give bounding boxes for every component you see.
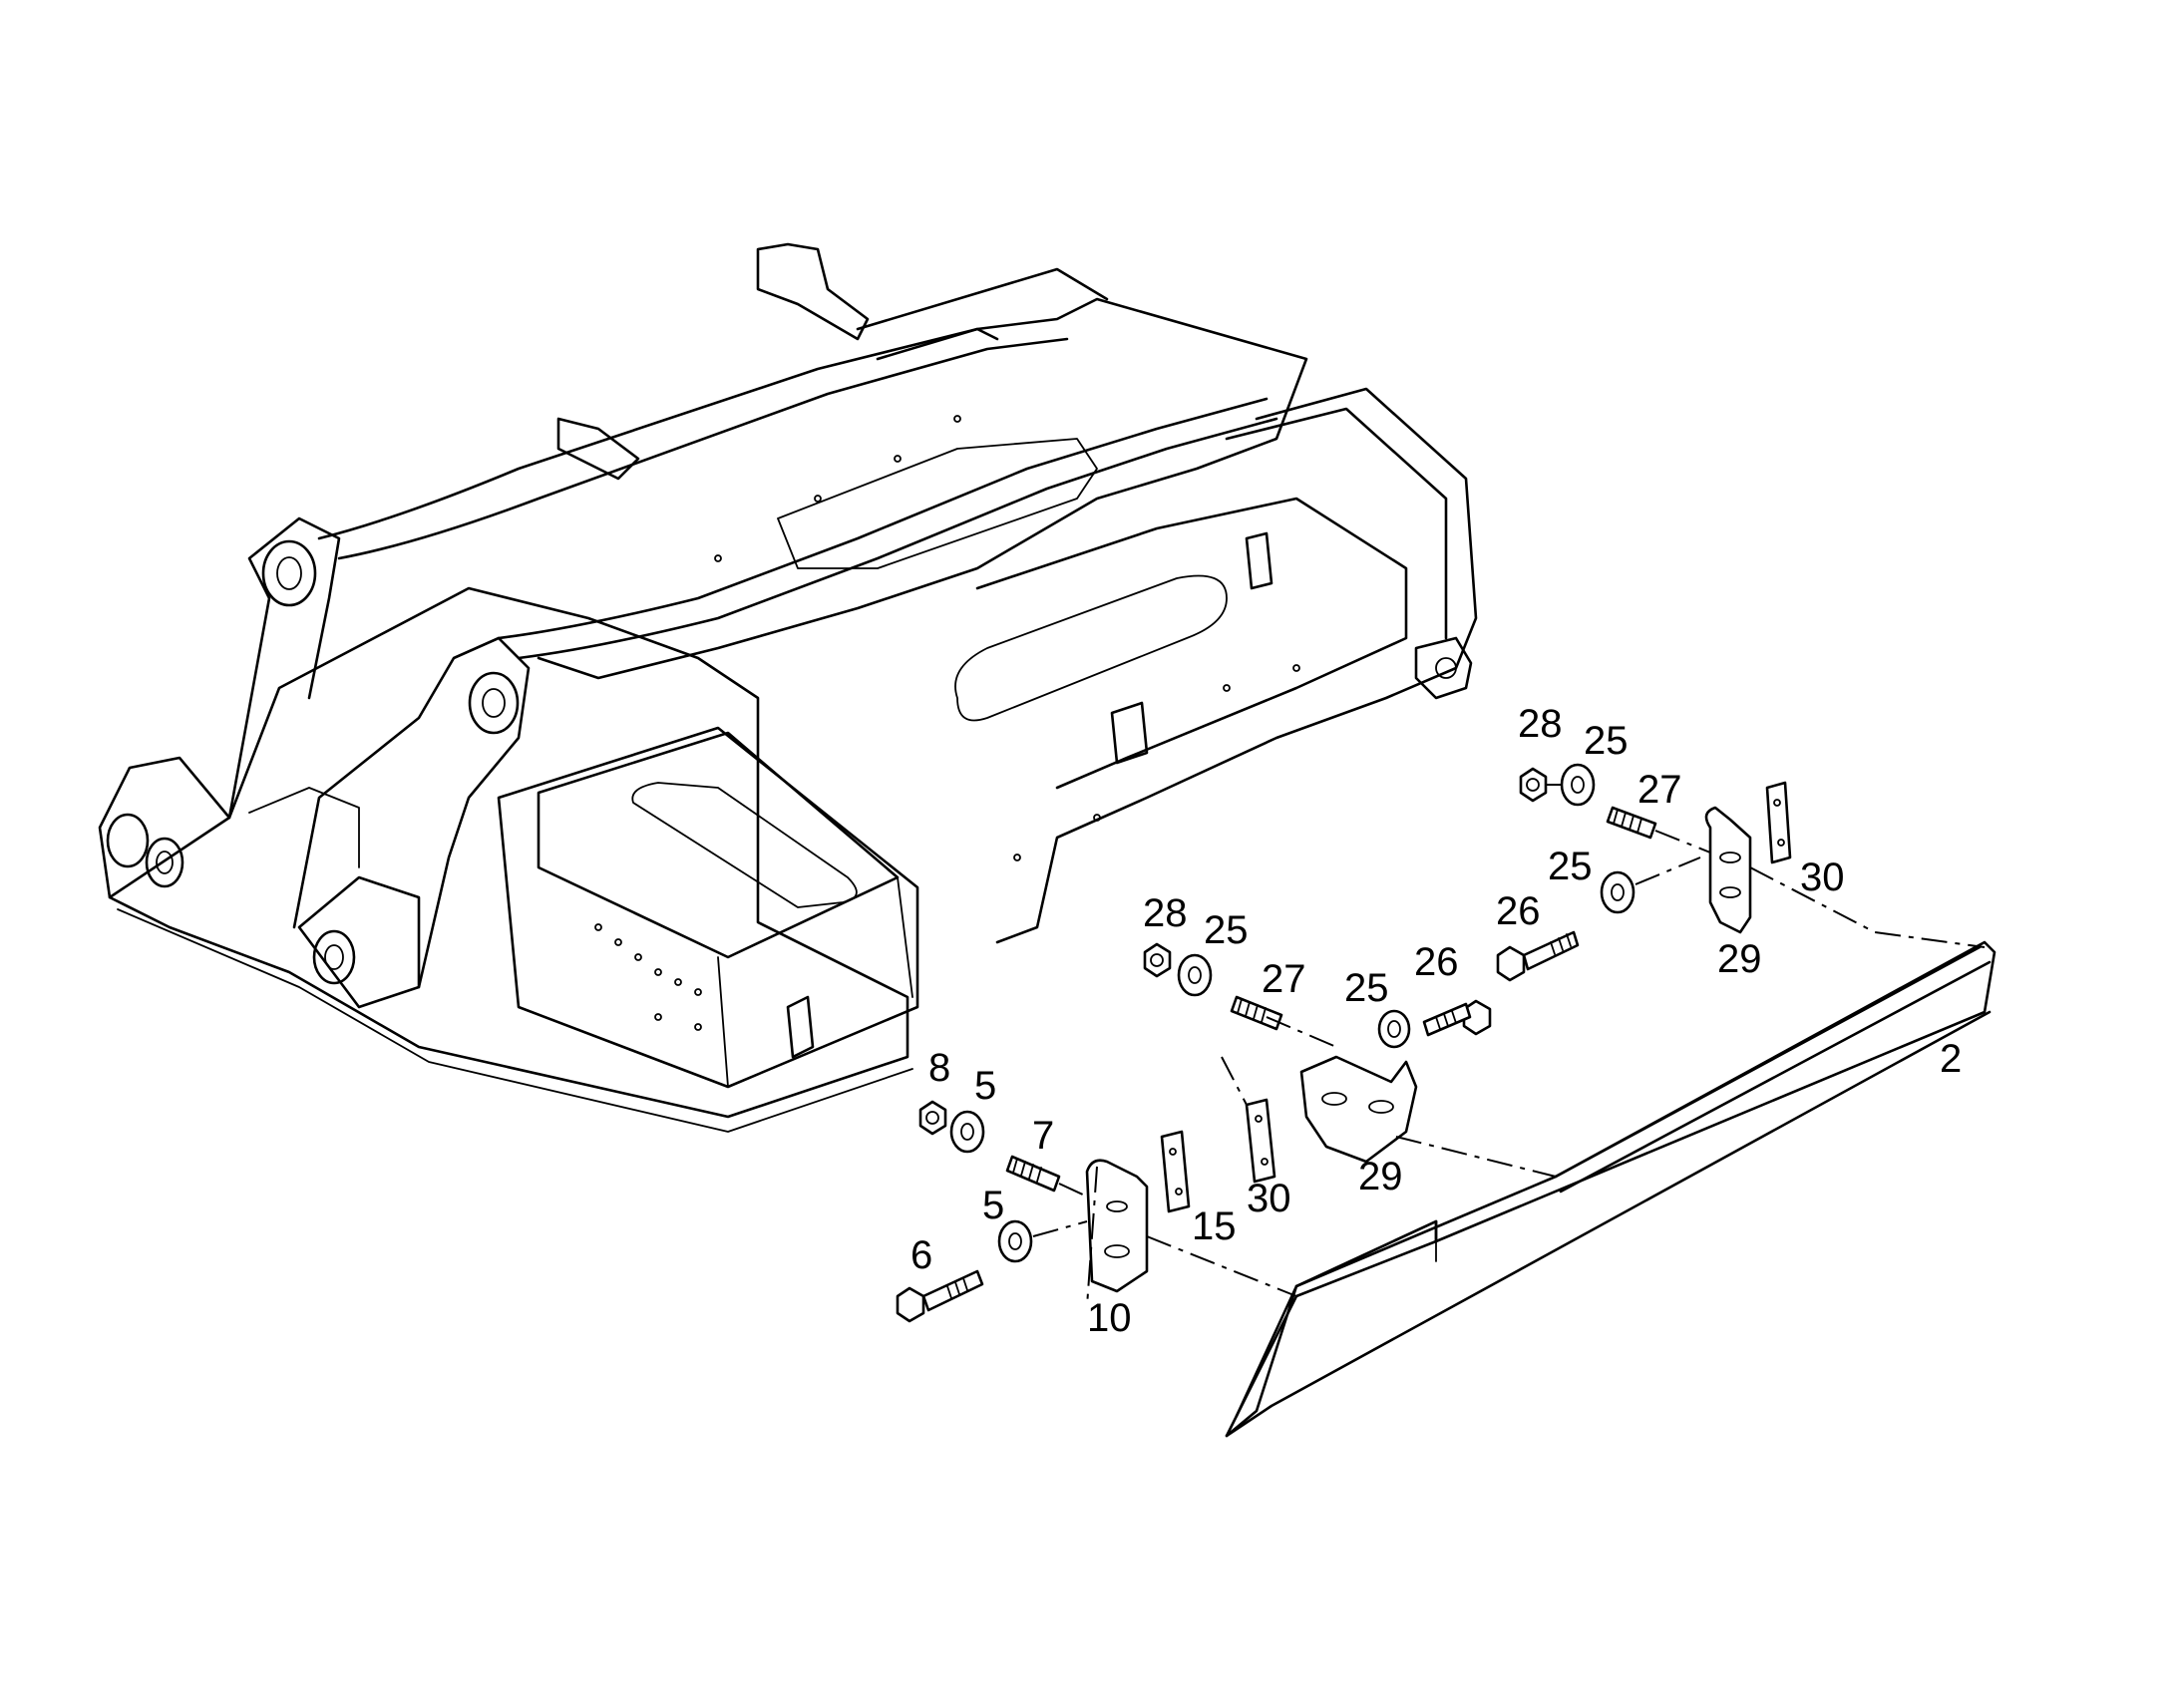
callout-5-lower: 5 <box>982 1184 1004 1227</box>
bolt-26-middle <box>1422 999 1492 1037</box>
callout-10: 10 <box>1087 1296 1132 1340</box>
washer-25-upper-a <box>1560 763 1596 807</box>
callout-25-upper-b: 25 <box>1548 845 1593 888</box>
callout-28-middle: 28 <box>1143 891 1188 935</box>
stud-27-upper <box>1606 806 1657 840</box>
bolt-26-upper <box>1496 930 1580 982</box>
callout-27-middle: 27 <box>1262 957 1306 1001</box>
callout-8: 8 <box>928 1046 950 1090</box>
skid-guard-part-2 <box>1225 940 1997 1438</box>
bracket-29-upper <box>1704 806 1752 934</box>
nut-8 <box>918 1100 947 1136</box>
chassis-frame <box>98 242 1478 1133</box>
nut-28-middle <box>1143 942 1172 978</box>
washer-5-lower <box>997 1219 1033 1263</box>
plate-15 <box>1160 1130 1191 1213</box>
washer-5-upper <box>949 1110 985 1154</box>
bracket-29-middle <box>1299 1055 1418 1164</box>
assembly-centerlines <box>1032 784 1986 1307</box>
callout-27-upper: 27 <box>1637 768 1682 812</box>
callout-26-upper: 26 <box>1496 889 1541 933</box>
plate-30-upper <box>1765 781 1792 864</box>
callout-29-upper: 29 <box>1717 937 1762 981</box>
callout-25-upper-a: 25 <box>1584 719 1629 763</box>
nut-28-upper <box>1519 767 1548 803</box>
callout-15: 15 <box>1192 1204 1237 1248</box>
washer-25-middle-a <box>1177 953 1213 997</box>
callout-30-upper: 30 <box>1800 855 1845 899</box>
callout-28-upper: 28 <box>1518 702 1563 746</box>
plate-30-middle <box>1245 1098 1276 1184</box>
stud-27-middle <box>1230 995 1283 1031</box>
callout-labels: 28 25 27 30 25 26 29 2 28 25 27 25 26 29… <box>910 702 1962 1340</box>
callout-26-middle: 26 <box>1414 940 1459 984</box>
stud-7 <box>1005 1155 1061 1193</box>
callout-6: 6 <box>910 1233 932 1277</box>
washer-25-upper-b <box>1600 870 1635 914</box>
callout-25-middle-a: 25 <box>1204 908 1249 952</box>
callout-25-middle-b: 25 <box>1344 966 1389 1010</box>
bracket-10 <box>1085 1159 1149 1293</box>
callout-5-upper: 5 <box>974 1064 996 1108</box>
callout-29-middle: 29 <box>1358 1155 1403 1198</box>
callout-30-middle: 30 <box>1247 1177 1291 1220</box>
washer-25-middle-b <box>1377 1009 1411 1049</box>
callout-2: 2 <box>1940 1037 1962 1081</box>
callout-7: 7 <box>1032 1114 1054 1158</box>
bolt-6 <box>896 1269 984 1323</box>
